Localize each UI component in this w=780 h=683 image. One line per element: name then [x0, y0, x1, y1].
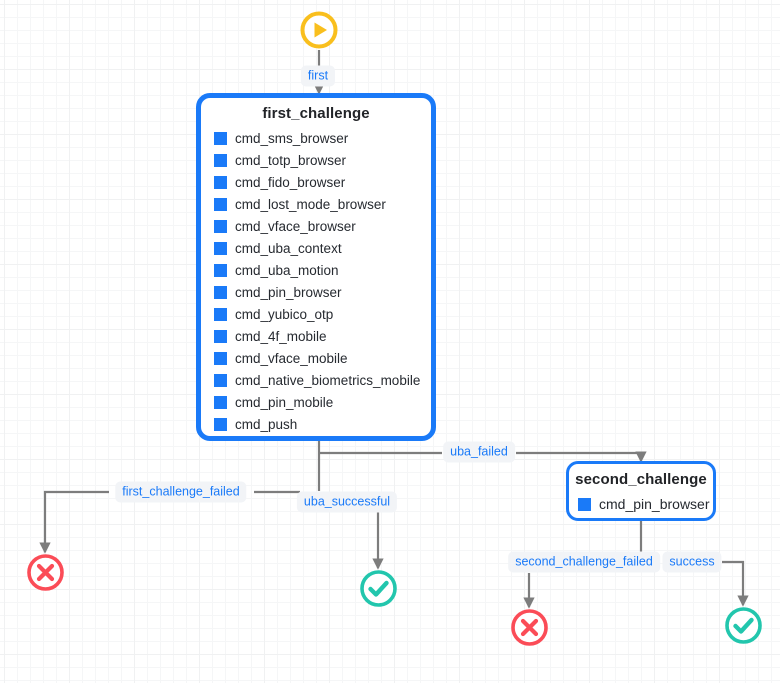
node-item-label: cmd_pin_mobile — [235, 394, 334, 410]
item-swatch-icon — [214, 219, 227, 233]
node-item-label: cmd_uba_context — [235, 240, 342, 256]
node-item-label: cmd_push — [235, 416, 298, 432]
node-item-label: cmd_vface_mobile — [235, 350, 348, 366]
item-swatch-icon — [214, 417, 227, 431]
node-item-list: cmd_sms_browser cmd_totp_browser cmd_fid… — [201, 127, 431, 441]
node-item-label: cmd_sms_browser — [235, 130, 349, 146]
node-item-label: cmd_4f_mobile — [235, 328, 327, 344]
node-item[interactable]: cmd_totp_browser — [201, 149, 431, 171]
node-item[interactable]: cmd_lost_mode_browser — [201, 193, 431, 215]
node-item[interactable]: cmd_uba_motion — [201, 259, 431, 281]
item-swatch-icon — [578, 497, 591, 511]
node-item-label: cmd_pin_browser — [235, 284, 342, 300]
item-swatch-icon — [214, 153, 227, 167]
terminal-first-challenge-failed[interactable] — [25, 552, 66, 593]
edge-label-first-challenge-failed[interactable]: first_challenge_failed — [115, 481, 247, 503]
node-item-label: cmd_lost_mode_browser — [235, 196, 386, 212]
node-item-label: cmd_native_biometrics_mobile — [235, 372, 421, 388]
node-second-challenge[interactable]: second_challenge cmd_pin_browser — [566, 461, 716, 521]
node-item[interactable]: cmd_native_biometrics_mobile — [201, 369, 431, 391]
check-circle-icon — [725, 607, 762, 644]
terminal-second-challenge-failed[interactable] — [509, 607, 550, 648]
item-swatch-icon — [214, 307, 227, 321]
node-item[interactable]: cmd_4f_mobile — [201, 325, 431, 347]
node-item[interactable]: cmd_pin_mobile — [201, 391, 431, 413]
edge-label-uba-successful[interactable]: uba_successful — [296, 491, 398, 513]
edge-label-uba-failed[interactable]: uba_failed — [443, 441, 515, 463]
node-title: first_challenge — [262, 105, 370, 122]
node-item-label: cmd_uba_motion — [235, 262, 339, 278]
node-item-list: cmd_pin_browser — [569, 493, 713, 517]
item-swatch-icon — [214, 373, 227, 387]
node-item[interactable]: cmd_pin_browser — [201, 281, 431, 303]
edge-label-success[interactable]: success — [662, 551, 722, 573]
item-swatch-icon — [214, 197, 227, 211]
start-node[interactable] — [299, 10, 339, 50]
node-item[interactable]: cmd_sms_browser — [201, 127, 431, 149]
node-item[interactable]: cmd_pin_browser — [569, 493, 713, 515]
edge-success-to-terminal — [722, 560, 749, 607]
item-swatch-icon — [214, 241, 227, 255]
x-circle-icon — [27, 554, 64, 591]
node-item-label: cmd_totp_browser — [235, 152, 347, 168]
terminal-success[interactable] — [723, 605, 764, 646]
node-item[interactable]: cmd_fido_browser — [201, 171, 431, 193]
edge-label-first[interactable]: first — [300, 65, 336, 87]
node-item[interactable]: cmd_uba_context — [201, 237, 431, 259]
edge-label-second-challenge-failed[interactable]: second_challenge_failed — [508, 551, 660, 573]
node-item[interactable]: cmd_push — [201, 413, 431, 435]
node-item[interactable]: cmd_vface_browser — [201, 215, 431, 237]
item-swatch-icon — [214, 263, 227, 277]
node-first-challenge[interactable]: first_challenge cmd_sms_browser cmd_totp… — [196, 93, 436, 441]
edge-uba-failed-to-second-challenge — [516, 451, 647, 463]
item-swatch-icon — [214, 329, 227, 343]
item-swatch-icon — [214, 285, 227, 299]
node-item[interactable]: cmd_yubico_otp — [201, 303, 431, 325]
terminal-uba-successful[interactable] — [358, 568, 399, 609]
node-item-label: cmd_fido_browser — [235, 174, 346, 190]
item-swatch-icon — [214, 175, 227, 189]
x-circle-icon — [511, 609, 548, 646]
node-item-label: cmd_yubico_otp — [235, 306, 334, 322]
node-title: second_challenge — [575, 471, 707, 488]
node-item-label: cmd_pin_browser — [599, 496, 710, 512]
item-swatch-icon — [214, 395, 227, 409]
item-swatch-icon — [214, 131, 227, 145]
edge-first-challenge-failed-branch — [39, 490, 109, 554]
check-circle-icon — [360, 570, 397, 607]
play-circle-icon — [300, 11, 338, 49]
node-item-label: cmd_vface_browser — [235, 218, 356, 234]
node-item[interactable]: cmd_vface_mobile — [201, 347, 431, 369]
item-swatch-icon — [214, 351, 227, 365]
